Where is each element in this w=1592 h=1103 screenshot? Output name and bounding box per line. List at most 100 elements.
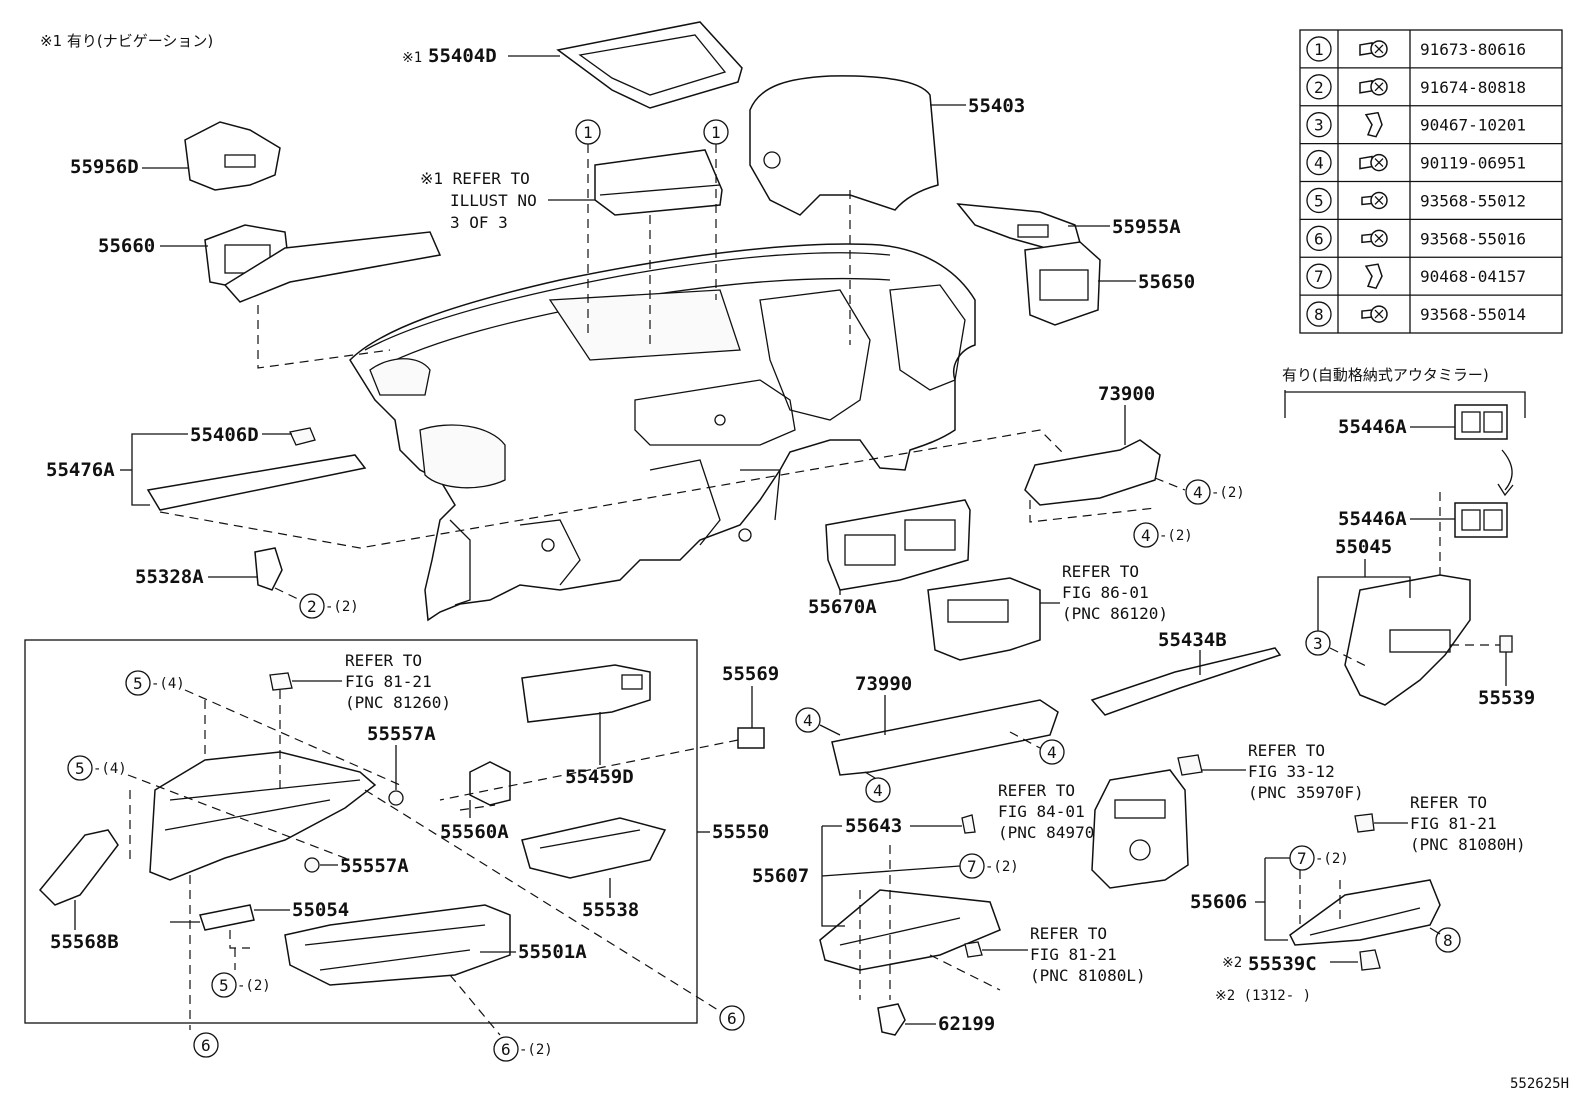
switch-knob (1129, 839, 1151, 861)
callout-circle (719, 1005, 745, 1031)
fastener-part-number: 91674-80818 (1420, 78, 1526, 97)
switch-bank (1389, 629, 1451, 653)
right-center-leg (740, 469, 781, 521)
part-label-55670A: 55670A (808, 596, 877, 618)
damper-55557A (388, 790, 404, 806)
fastener-part-number: 93568-55016 (1420, 229, 1526, 248)
refer-line: (PNC 81260) (345, 693, 451, 712)
vent-louver (904, 519, 956, 551)
clip-icon (1364, 263, 1383, 290)
callout-number: 4 (1193, 483, 1203, 502)
refer-line: REFER TO (1248, 741, 1325, 760)
callout-number: 6 (501, 1040, 511, 1059)
note-2: ※2 (1312- ) (1215, 988, 1311, 1004)
part-label-55557A-upper: 55557A (367, 723, 436, 745)
callout-quantity: -(2) (237, 978, 271, 994)
part-label-55406D: 55406D (190, 424, 259, 446)
callout-number: 4 (1141, 526, 1151, 545)
callout-circle (299, 593, 325, 619)
glove-door-55501A (284, 904, 511, 986)
socket-part (1177, 754, 1203, 776)
refer-81-21-81260: REFER TO FIG 81-21 (PNC 81260) (345, 651, 451, 712)
callout-quantity: -(2) (1211, 485, 1245, 501)
damper-55557A-lower (304, 857, 320, 873)
mounting-hole (714, 414, 726, 426)
assembly-dash (1299, 870, 1341, 930)
dashboard-ridge (364, 252, 891, 351)
refer-line: 3 OF 3 (450, 213, 508, 232)
part-label-55539C: 55539C (1248, 953, 1317, 975)
marker-nav: ※1 (402, 50, 422, 66)
assembly-dash (439, 739, 739, 811)
assembly-dash (127, 774, 351, 861)
vent-register-55650 (1024, 241, 1101, 326)
refer-line: REFER TO (1410, 793, 1487, 812)
assembly-dash (364, 789, 719, 1011)
fastener-number-circle (1306, 301, 1332, 327)
callout-circle (125, 670, 151, 696)
refer-line: (PNC 81080L) (1030, 966, 1146, 985)
bracket-55328A (254, 547, 283, 591)
fastener-number: 7 (1314, 267, 1324, 286)
leader-line (864, 771, 876, 779)
center-display-unit (594, 149, 723, 216)
fastener-number-circle (1306, 112, 1332, 138)
callout-circle (193, 1032, 219, 1058)
switch-knob (1483, 509, 1503, 531)
assembly-dash (449, 974, 501, 1036)
fastener-part-number: 91673-80616 (1420, 40, 1526, 59)
mirror-note: 有り(自動格納式アウタミラー) (1282, 366, 1489, 384)
figure-code: 552625H (1510, 1076, 1569, 1092)
lamp-bulb (964, 941, 983, 958)
meter-hood-support (759, 289, 871, 421)
lower-panel-73900 (1024, 439, 1161, 506)
switch-knob (1461, 509, 1481, 531)
part-label-55557A-lower: 55557A (340, 855, 409, 877)
header-note: ※1 有り(ナビゲーション) (40, 32, 213, 50)
part-label-55606: 55606 (1190, 891, 1247, 913)
clip-icon (1364, 111, 1383, 138)
audio-display (947, 599, 1009, 623)
stopper-55569 (737, 727, 765, 749)
refer-line: (PNC 86120) (1062, 604, 1168, 623)
assembly-dash (1329, 647, 1371, 669)
arrow-curve (1501, 449, 1513, 491)
part-label-55404D: 55404D (428, 45, 497, 67)
refer-line: REFER TO (998, 781, 1075, 800)
mounting-hole (541, 538, 555, 552)
bracket-leader (1317, 576, 1411, 640)
part-label-55054: 55054 (292, 899, 349, 921)
clip-55539C (1359, 949, 1381, 971)
fastener-number-circle (1306, 225, 1332, 251)
callout-circle (1435, 927, 1461, 953)
bolt-icon (1359, 153, 1388, 172)
callout-number: 7 (967, 857, 977, 876)
lower-garnish-73990 (831, 699, 1059, 776)
callout-circle (67, 755, 93, 781)
navigation-bezel-inner (578, 34, 727, 96)
part-label-55956D: 55956D (70, 156, 139, 178)
part-label-55459D: 55459D (565, 766, 634, 788)
mirror-switch-55446A-lower (1454, 502, 1508, 538)
callout-circle (1289, 845, 1315, 871)
clip-62199 (877, 1003, 906, 1036)
part-label-55650: 55650 (1138, 271, 1195, 293)
callout-circle (959, 853, 985, 879)
clip-55406D (289, 427, 316, 446)
callout-number: 2 (307, 597, 317, 616)
callout-number: 6 (201, 1036, 211, 1055)
callout-circle (493, 1036, 519, 1062)
lower-left-opening (419, 424, 506, 489)
part-label-55955A: 55955A (1112, 216, 1181, 238)
mirror-switch-55446A (1454, 404, 1508, 440)
fastener-number: 6 (1314, 229, 1324, 248)
callout-number: 4 (873, 781, 883, 800)
center-reinforcement (634, 379, 796, 446)
latch-55560A (469, 761, 511, 806)
left-center-leg (519, 519, 581, 586)
refer-line: FIG 33-12 (1248, 762, 1335, 781)
center-display-edge (599, 184, 721, 196)
arm-55568B (38, 829, 119, 906)
